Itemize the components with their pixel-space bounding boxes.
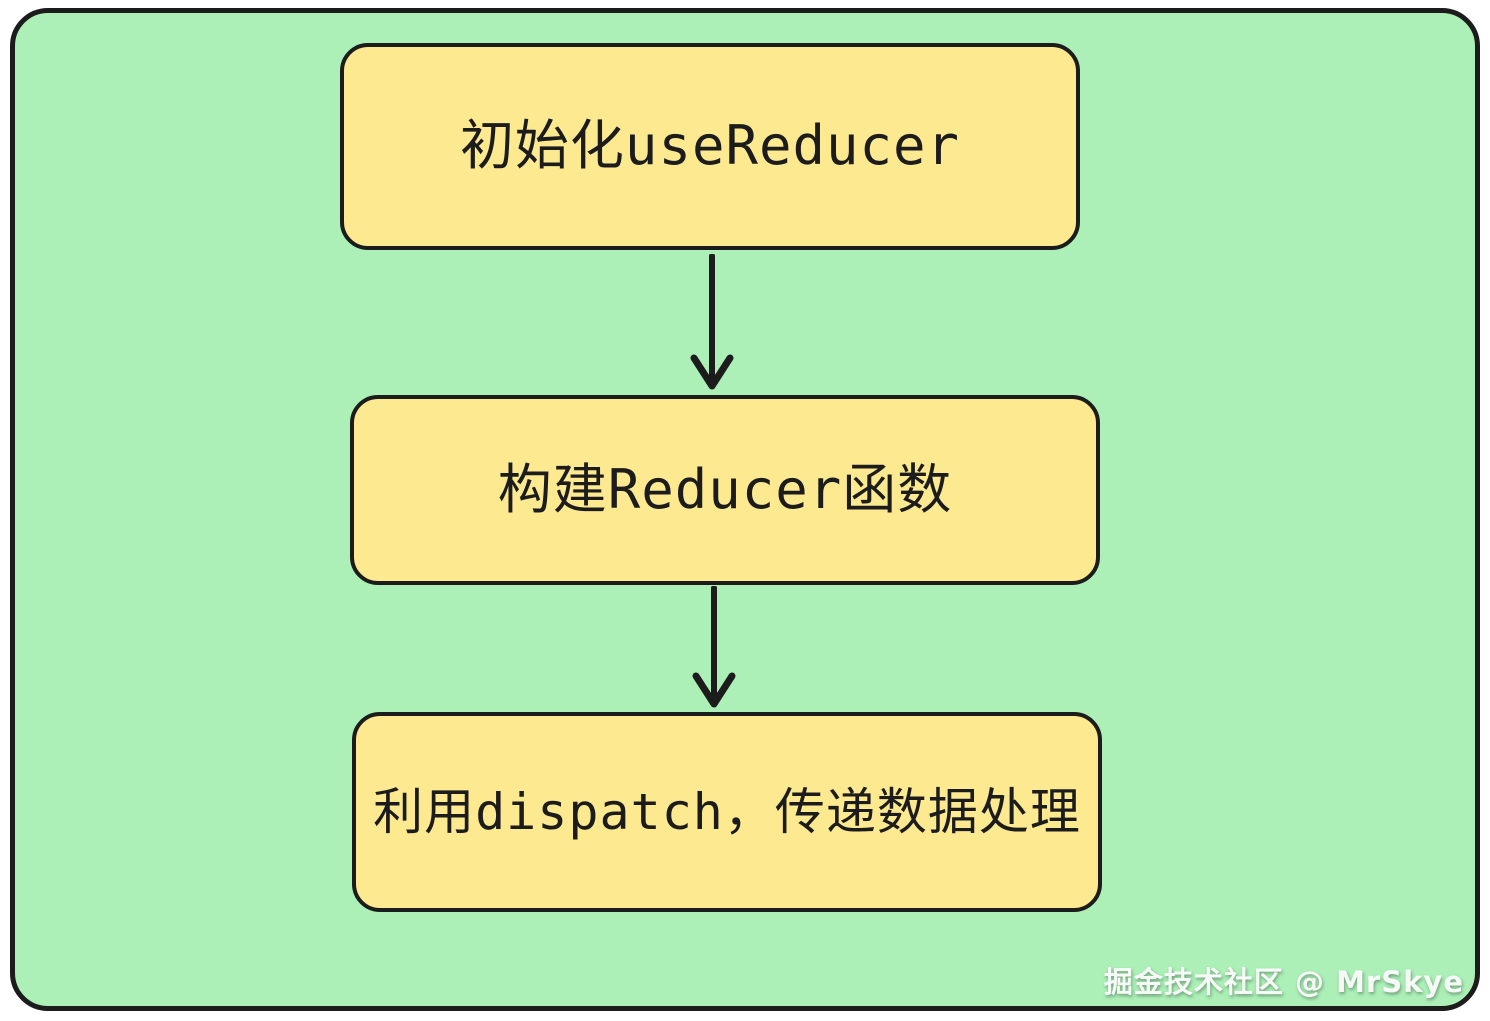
flow-node-init-usereducer: 初始化useReducer	[340, 43, 1080, 250]
arrow-down-icon	[692, 586, 736, 708]
flow-node-label: 利用dispatch，传递数据处理	[373, 783, 1081, 841]
flow-node-dispatch-data: 利用dispatch，传递数据处理	[352, 712, 1102, 912]
arrow-down-icon	[690, 254, 734, 390]
flow-node-label: 构建Reducer函数	[497, 457, 953, 521]
flow-node-build-reducer: 构建Reducer函数	[350, 395, 1100, 585]
watermark-credit: 掘金技术社区 @ MrSkye	[1103, 965, 1464, 999]
flow-node-label: 初始化useReducer	[459, 114, 961, 178]
